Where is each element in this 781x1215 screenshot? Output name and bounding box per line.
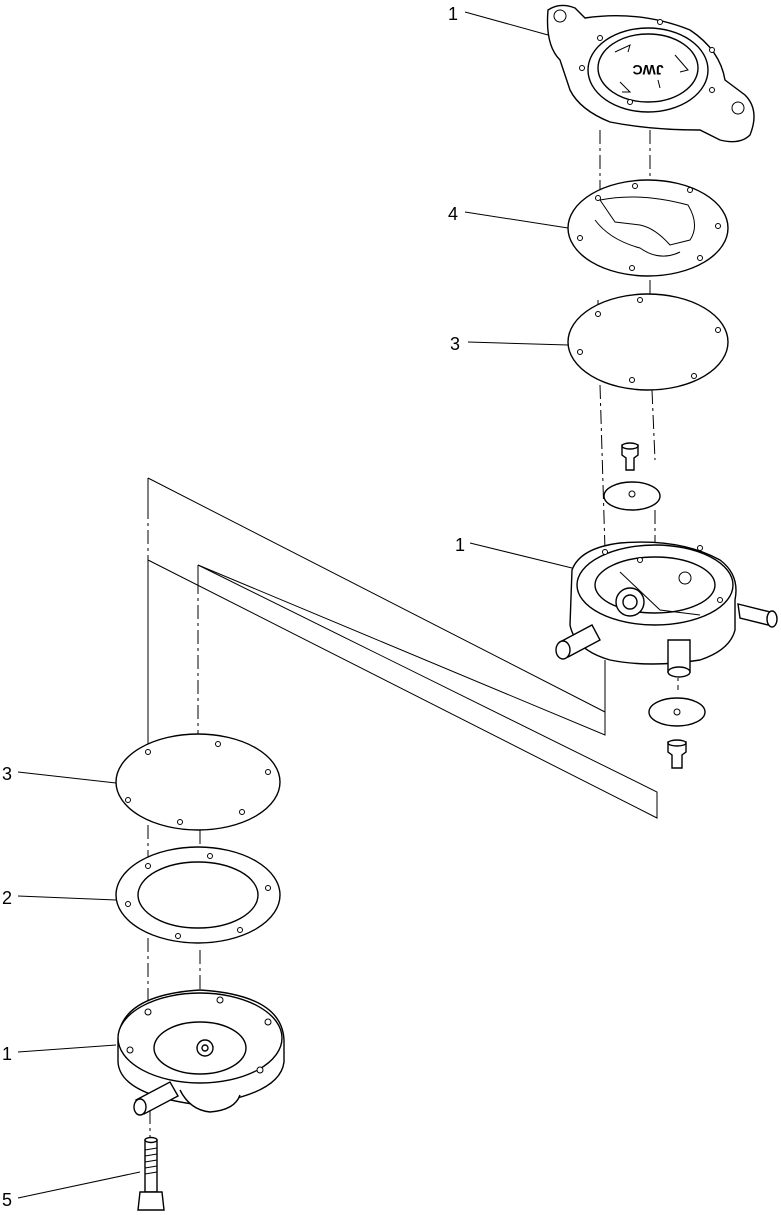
upper-gasket-4 — [567, 179, 729, 277]
lower-gasket-2 — [115, 846, 281, 944]
callout-leaders — [17, 11, 573, 1199]
upper-fitting — [603, 442, 661, 511]
pump-body — [555, 541, 778, 678]
pump-cover: JWC — [546, 4, 755, 143]
callout-3-diaphragm-upper: 3 — [450, 334, 460, 354]
callout-3-diaphragm-lower: 3 — [2, 764, 12, 784]
lower-fitting — [648, 697, 706, 769]
callout-2-gasket: 2 — [2, 888, 12, 908]
callout-labels: 1 4 3 1 3 2 1 5 — [2, 4, 465, 1210]
screw-5 — [137, 1136, 165, 1211]
lower-diaphragm-3 — [115, 733, 281, 831]
callout-5-screw: 5 — [2, 1190, 12, 1210]
callout-1-cover: 1 — [448, 4, 458, 24]
cover-marking: JWC — [632, 62, 663, 78]
callout-4-gasket: 4 — [448, 204, 458, 224]
callout-1-body: 1 — [455, 535, 465, 555]
callout-1-base: 1 — [2, 1044, 12, 1064]
pump-base — [117, 989, 285, 1116]
upper-diaphragm-3 — [567, 293, 729, 391]
